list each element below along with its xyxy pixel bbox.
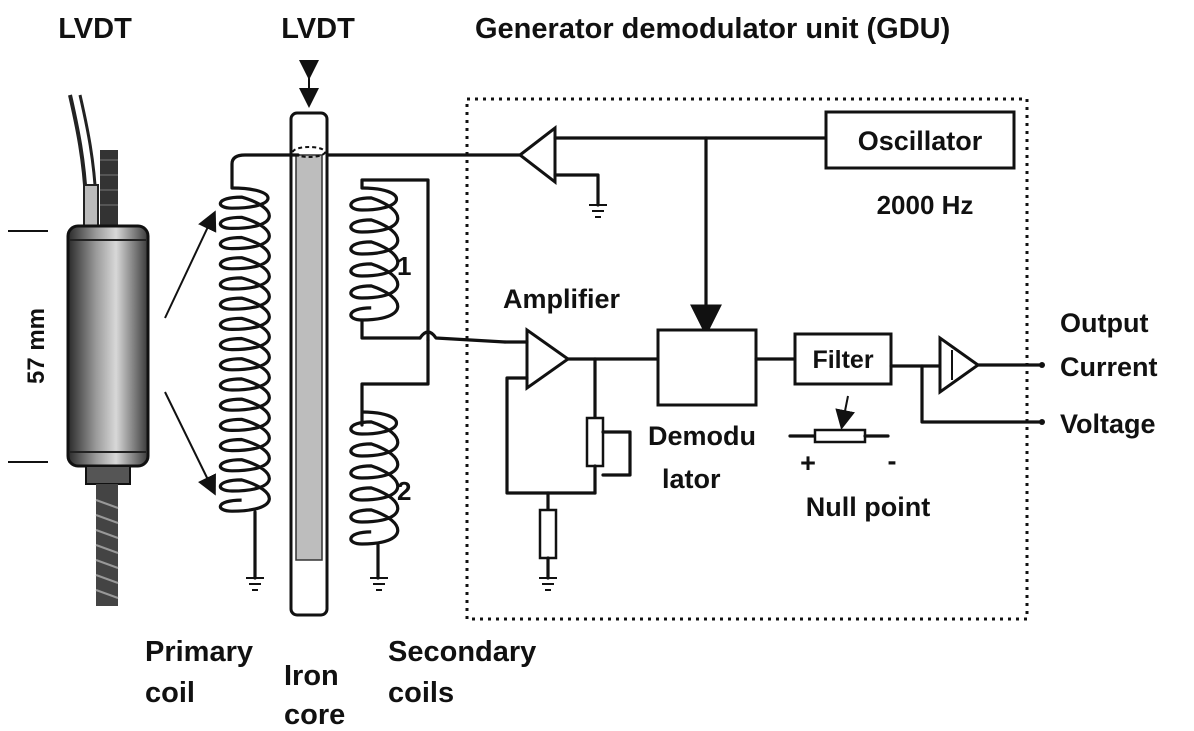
gdu-boundary bbox=[465, 97, 1029, 621]
secondary-coils-label-line1: Secondary bbox=[388, 636, 536, 668]
gain-resistor-icon bbox=[538, 508, 558, 560]
secondary-coils bbox=[349, 178, 507, 580]
feedback-resistor-icon bbox=[585, 416, 605, 468]
null-point-plus: + bbox=[800, 448, 816, 478]
primary-coil bbox=[218, 153, 300, 580]
null-point-potentiometer-icon bbox=[813, 428, 867, 444]
arrow-down bbox=[164, 391, 216, 496]
filter-label: Filter bbox=[812, 346, 873, 374]
dimension-marker bbox=[8, 230, 48, 463]
gdu-title: Generator demodulator unit (GDU) bbox=[475, 13, 950, 45]
dimension-label: 57 mm bbox=[23, 308, 50, 384]
ground-icon bbox=[246, 577, 264, 591]
primary-coil-label-line1: Primary bbox=[145, 636, 253, 668]
amplifier-icon bbox=[525, 327, 571, 391]
iron-core bbox=[289, 111, 329, 617]
amplifier-label: Amplifier bbox=[503, 284, 621, 314]
iron-core-label-line2: core bbox=[284, 699, 345, 731]
demodulator-label-line2: lator bbox=[662, 464, 721, 494]
secondary-coils-label-line2: coils bbox=[388, 677, 454, 709]
primary-coil-label-line2: coil bbox=[145, 677, 195, 709]
filter-box bbox=[793, 332, 893, 386]
lvdt-schematic-label: LVDT bbox=[281, 13, 355, 45]
coil-2-label: 2 bbox=[397, 476, 411, 506]
demodulator-box bbox=[656, 328, 758, 407]
null-point-minus: - bbox=[888, 446, 897, 476]
ground-icon bbox=[539, 577, 557, 591]
coil-1-label: 1 bbox=[397, 251, 411, 281]
buffer-amplifier-icon bbox=[517, 124, 557, 186]
current-label: Current bbox=[1060, 352, 1158, 382]
output-amplifier-icon bbox=[938, 335, 981, 395]
voltage-label: Voltage bbox=[1060, 409, 1156, 439]
ground-icon bbox=[589, 204, 607, 218]
lvdt-photo-label: LVDT bbox=[58, 13, 132, 45]
frequency-label: 2000 Hz bbox=[877, 190, 974, 220]
output-label: Output bbox=[1060, 308, 1148, 338]
oscillator-box bbox=[824, 110, 1016, 170]
demodulator-label-line1: Demodu bbox=[648, 421, 756, 451]
lvdt-sensor-illustration bbox=[66, 94, 150, 606]
oscillator-label: Oscillator bbox=[858, 126, 983, 156]
iron-core-label-line1: Iron bbox=[284, 660, 339, 692]
arrow-up bbox=[164, 210, 217, 319]
ground-icon bbox=[370, 577, 388, 591]
null-point-label: Null point bbox=[806, 492, 930, 522]
